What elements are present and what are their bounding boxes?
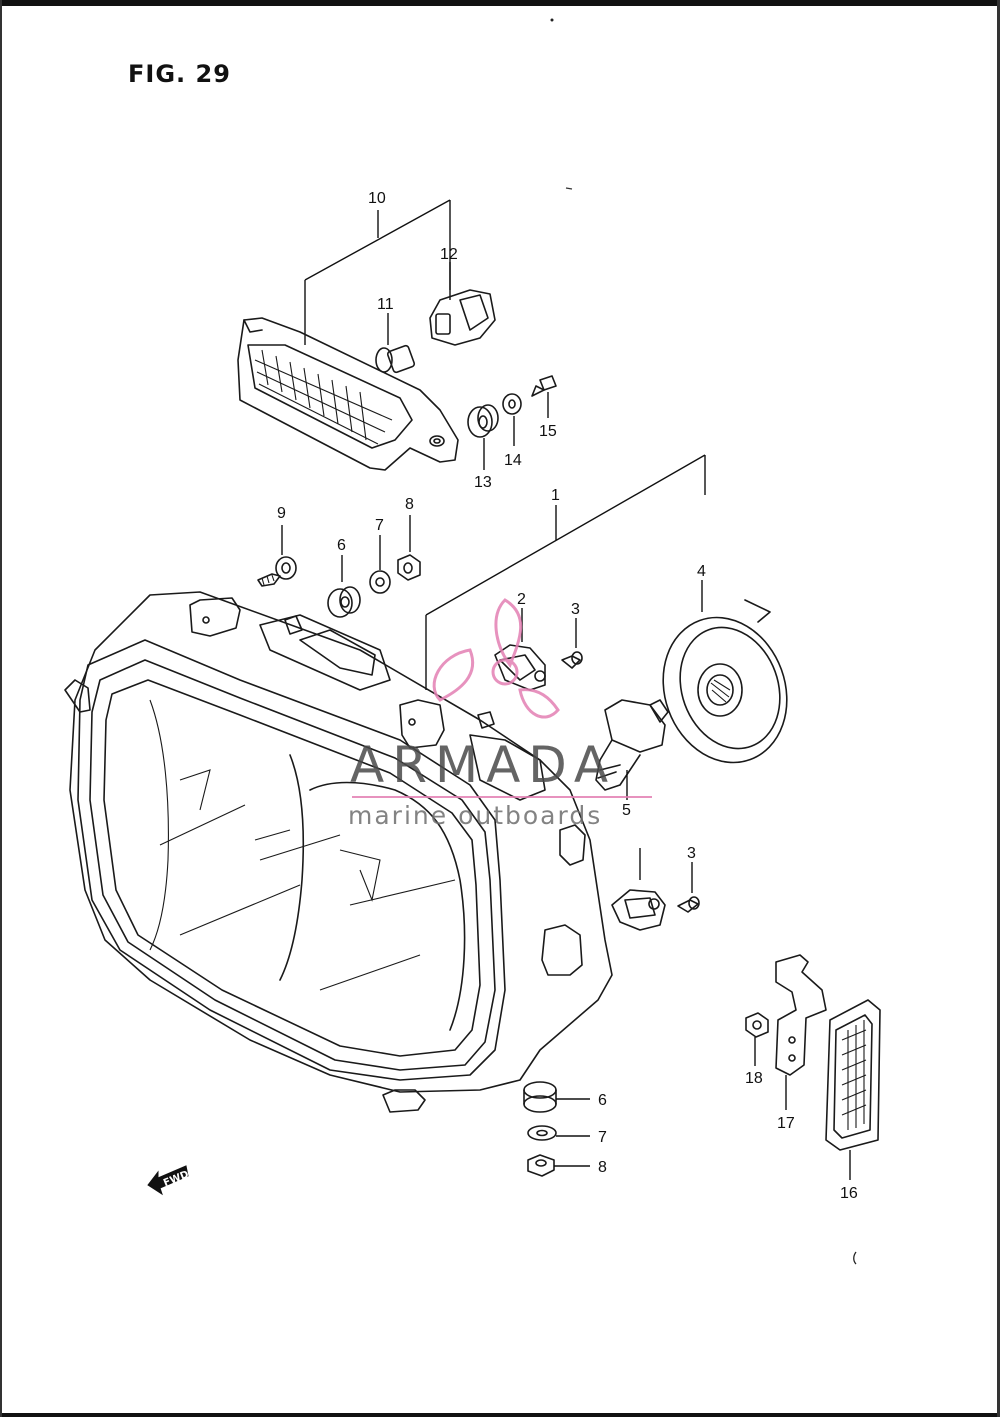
watermark-brand: ARMADA <box>350 736 616 794</box>
callout-13: 13 <box>474 474 492 491</box>
screw-15 <box>531 375 557 418</box>
grommet-6-lower <box>523 1081 590 1113</box>
screw-3-lower <box>677 862 700 913</box>
callout-15: 15 <box>539 423 557 440</box>
callout-8-lower: 8 <box>598 1159 607 1176</box>
grommet-6-upper <box>327 555 361 618</box>
callout-5: 5 <box>622 802 631 819</box>
turn-signal-lens <box>237 317 459 471</box>
washer-7-upper <box>369 535 391 594</box>
callout-1: 1 <box>551 487 560 504</box>
figure-title: FIG. 29 <box>128 60 231 88</box>
turn-signal-bulb <box>375 313 416 374</box>
callout-16: 16 <box>840 1185 858 1202</box>
screw-3-upper <box>561 618 583 669</box>
callout-7-upper: 7 <box>375 517 384 534</box>
scan-edge-bottom <box>0 1413 1000 1417</box>
callout-12: 12 <box>440 246 458 263</box>
callout-18: 18 <box>745 1070 763 1087</box>
washer-14 <box>502 393 522 446</box>
scan-edge-left <box>0 0 2 1417</box>
leader-10 <box>304 199 451 345</box>
callout-10: 10 <box>368 190 386 207</box>
propeller-logo-icon <box>432 598 560 719</box>
forward-direction-marker: FWD <box>147 1165 190 1196</box>
callout-2: 2 <box>517 591 526 608</box>
washer-7-lower <box>527 1125 590 1141</box>
scan-edge-right <box>997 0 1000 1417</box>
position-socket <box>611 848 666 931</box>
callout-8-upper: 8 <box>405 496 414 513</box>
watermark: ARMADA marine outboards <box>348 598 652 830</box>
nut-8-lower <box>527 1154 590 1177</box>
watermark-tagline: marine outboards <box>348 801 602 830</box>
grommet-13 <box>467 404 499 470</box>
dust-cover-4 <box>662 580 788 764</box>
callout-7-lower: 7 <box>598 1129 607 1146</box>
reflector-bracket-17 <box>775 954 827 1110</box>
callout-17: 17 <box>777 1115 795 1132</box>
leader-1 <box>425 454 706 690</box>
callout-4: 4 <box>697 563 706 580</box>
callout-6-upper: 6 <box>337 537 346 554</box>
bulb-socket <box>429 262 496 346</box>
callout-11: 11 <box>377 296 394 313</box>
headlamp-unit <box>64 454 706 1113</box>
scan-edge-top <box>0 0 1000 6</box>
headlight-bulb-5 <box>595 699 669 800</box>
callout-14: 14 <box>504 452 522 469</box>
turn-signal-assembly <box>237 199 557 471</box>
callout-labels: 10 12 11 15 13 14 1 9 6 7 8 2 3 4 5 3 6 … <box>277 190 858 1202</box>
scan-artifacts <box>550 18 857 1265</box>
side-reflector-16 <box>825 999 881 1180</box>
callout-6-lower: 6 <box>598 1092 607 1109</box>
callout-3-upper: 3 <box>571 601 580 618</box>
nut-8-upper <box>397 515 421 581</box>
callout-3-lower: 3 <box>687 845 696 862</box>
nut-18 <box>745 1012 769 1066</box>
callout-9: 9 <box>277 505 286 522</box>
screw-9 <box>257 525 297 587</box>
